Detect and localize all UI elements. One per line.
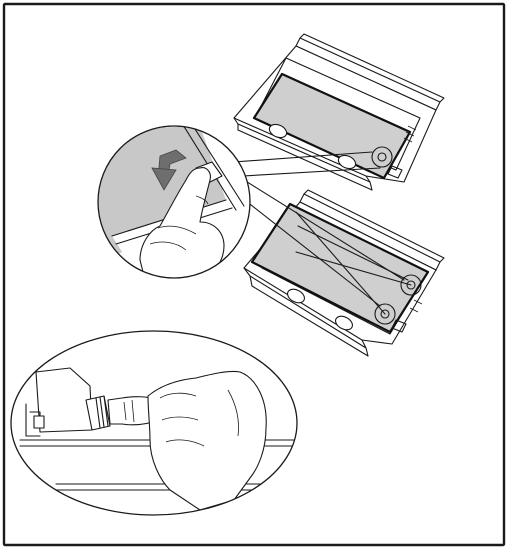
leader-line: [295, 211, 386, 315]
detail-zoom-bulb: [10, 330, 298, 516]
filter-clip-highlight: [374, 303, 396, 325]
lamp-cover: [337, 154, 357, 170]
leader-line: [295, 251, 412, 286]
lamp-cover: [268, 123, 288, 139]
filter-clip-highlight: [400, 274, 422, 296]
grease-filter-bottom: [250, 202, 430, 334]
hood-unit-bottom: [243, 189, 445, 357]
filter-clip-highlight: [371, 146, 393, 168]
detail-zoom-finger: [97, 125, 251, 279]
hood-unit-top: [233, 33, 445, 191]
